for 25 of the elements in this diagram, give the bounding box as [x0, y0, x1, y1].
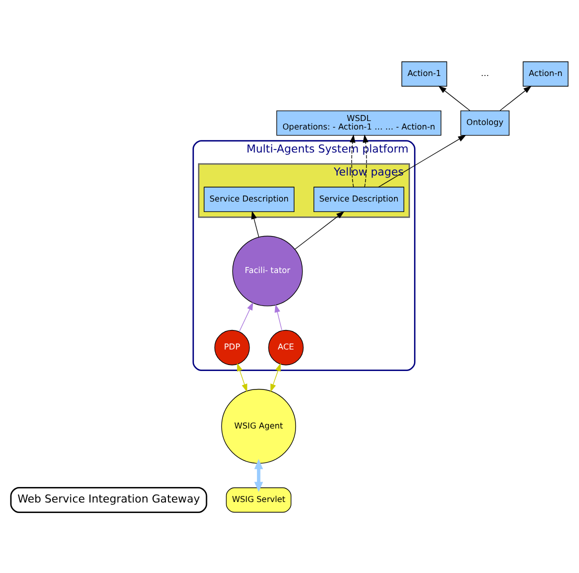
arrow: [500, 85, 532, 110]
node-box: WSIG Servlet: [226, 486, 292, 512]
arrow: [438, 85, 470, 110]
arrow: [378, 134, 466, 187]
arrow: [238, 301, 254, 332]
arrow: [274, 304, 282, 331]
node-circle: ACE: [268, 329, 304, 365]
node-box: WSDL Operations: - Action-1 … … - Action-n: [276, 110, 442, 136]
node-circle: PDP: [214, 329, 250, 365]
arrow: [350, 134, 356, 187]
node-box: Action-1: [401, 60, 448, 86]
arrow: [237, 362, 248, 392]
arrow: [251, 210, 260, 238]
node-box: Ontology: [460, 110, 510, 136]
node-box: Service Description: [204, 186, 294, 212]
node-circle: WSIG Agent: [221, 388, 296, 464]
arrow: [270, 362, 281, 392]
node-box: Service Description: [314, 186, 404, 212]
node-box: Action-n: [522, 60, 568, 86]
arrow: [294, 210, 344, 250]
arrow: [362, 134, 368, 187]
arrow: [254, 458, 264, 492]
node-circle: Facili- tator: [232, 235, 303, 306]
node-box: Web Service Integration Gateway: [10, 486, 208, 512]
label: …: [480, 68, 490, 78]
